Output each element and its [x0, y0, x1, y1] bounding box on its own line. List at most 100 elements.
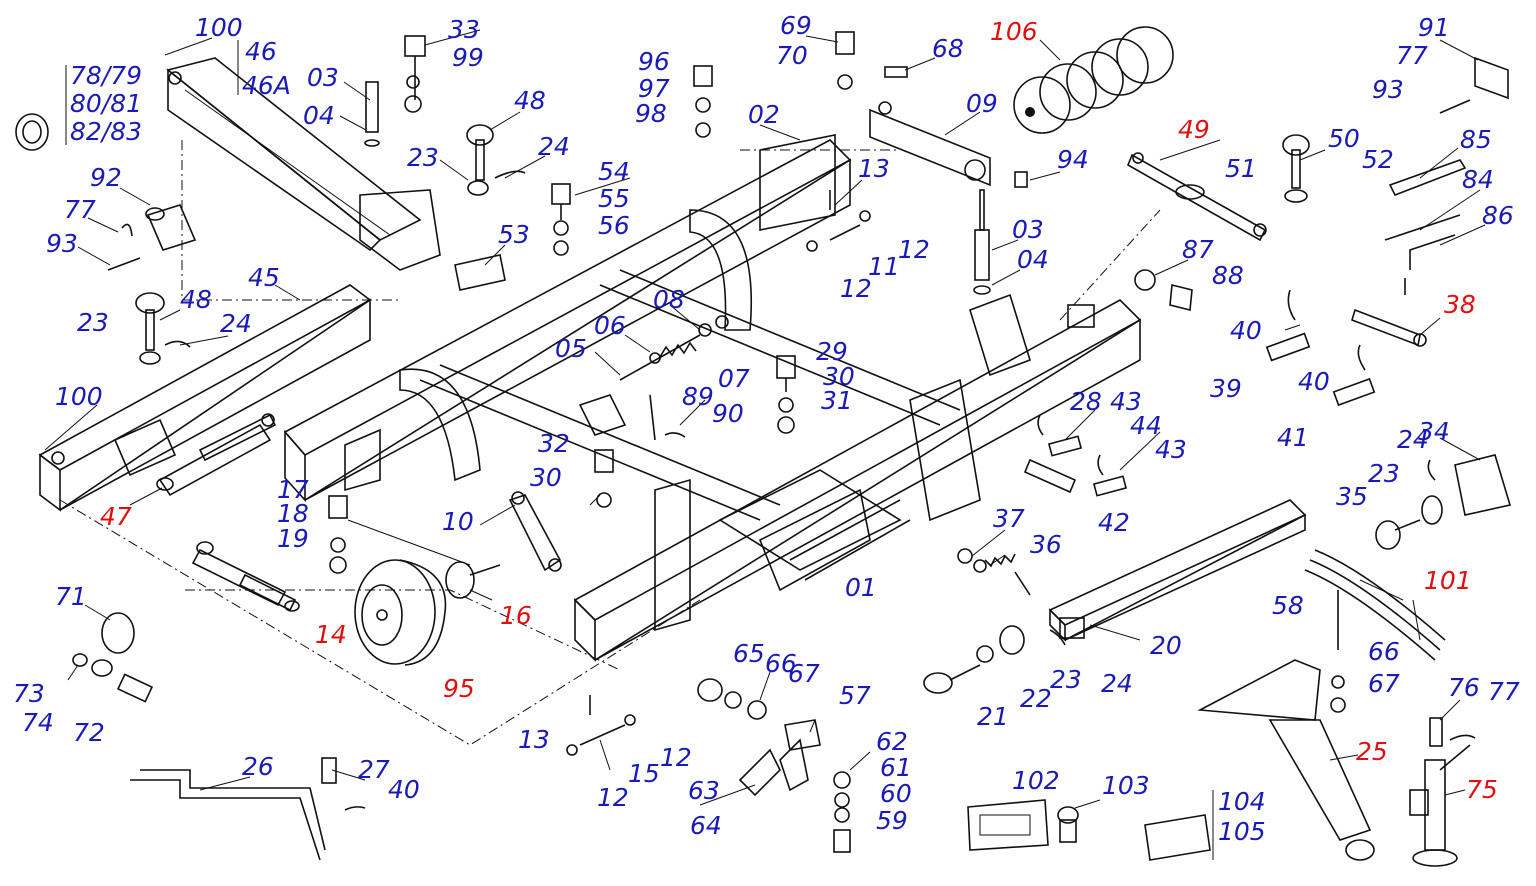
part-label: 67: [1368, 669, 1400, 698]
wheel-95: [354, 559, 447, 666]
drawbar-20: [1048, 499, 1307, 642]
decal-104: [1144, 790, 1214, 861]
part-label: 06: [594, 311, 626, 340]
cylinder-47: [156, 413, 277, 497]
pin-48-lower: [135, 292, 191, 365]
pin-21: [923, 625, 1066, 694]
hitch-92: [107, 204, 197, 271]
part-label: 24: [1101, 669, 1133, 698]
part-label: 57: [839, 681, 871, 710]
spring-36: [957, 548, 1031, 596]
part-label: 82/83: [70, 117, 142, 146]
pin-03-top: [364, 81, 380, 147]
bar-09: [869, 101, 1028, 188]
part-label: 27: [358, 755, 390, 784]
pin-48-upper: [466, 124, 526, 196]
part-label: 64: [690, 811, 722, 840]
pin-11: [806, 190, 871, 252]
part-label: 12: [597, 783, 629, 812]
jack-75: [1409, 717, 1476, 867]
part-label: 68: [932, 34, 964, 63]
part-label: 12: [660, 743, 692, 772]
part-label: 53: [498, 220, 530, 249]
part-label: 99: [452, 43, 484, 72]
part-label: 87: [1182, 235, 1214, 264]
part-label: 63: [688, 776, 720, 805]
part-label: 73: [13, 679, 45, 708]
decal-102: [967, 799, 1079, 851]
part-label: 78/79: [70, 61, 142, 90]
parts-drawing: [15, 26, 1512, 867]
part-label: 23: [77, 308, 109, 337]
bolt-33: [404, 35, 426, 113]
part-label: 02: [748, 100, 780, 129]
part-label: 71: [55, 582, 87, 611]
disc-gang-106: [1013, 26, 1174, 134]
stand-26: [130, 757, 366, 861]
part-label: 94: [1057, 145, 1089, 174]
part-label: 59: [876, 806, 908, 835]
part-label: 33: [448, 15, 480, 44]
part-label: 66: [765, 649, 797, 678]
part-label: 40: [1230, 316, 1262, 345]
part-label: 04: [1017, 245, 1049, 274]
part-label: 61: [880, 753, 912, 782]
part-label: 42: [1098, 508, 1130, 537]
part-label: 55: [598, 184, 630, 213]
part-label: 65: [733, 639, 765, 668]
part-label: 84: [1462, 165, 1494, 194]
part-label: 98: [635, 99, 667, 128]
part-label: 105: [1218, 817, 1266, 846]
part-label: 52: [1362, 145, 1394, 174]
part-label: 12: [898, 235, 930, 264]
part-label: 89: [682, 382, 714, 411]
part-label: 62: [876, 727, 908, 756]
part-label: 30: [530, 463, 562, 492]
bolt-29: [776, 355, 796, 434]
part-label: 10: [442, 507, 474, 536]
part-label: 44: [1130, 411, 1162, 440]
part-label: 38: [1444, 290, 1476, 319]
part-label: 92: [90, 163, 122, 192]
part-label: 77: [1396, 41, 1428, 70]
bracket-34: [1375, 454, 1512, 550]
spring-assembly: [619, 315, 729, 381]
part-label: 09: [966, 89, 998, 118]
jack-plate-25: [1197, 659, 1375, 861]
part-label: 97: [638, 74, 670, 103]
bracket-91: [1439, 56, 1509, 114]
part-label: 23: [407, 143, 439, 172]
part-label: 36: [1030, 530, 1062, 559]
leader-lines: [44, 29, 1486, 809]
main-frame-01: [283, 134, 1142, 662]
part-label: 24: [220, 309, 252, 338]
part-label: 07: [718, 364, 750, 393]
cylinder-14: [191, 541, 300, 612]
roller-71: [72, 612, 154, 703]
part-label: 58: [1272, 591, 1304, 620]
part-label: 40: [388, 775, 420, 804]
part-label: 17: [277, 475, 309, 504]
link-42: [1023, 414, 1128, 497]
part-label: 60: [880, 779, 912, 808]
part-label: 90: [712, 399, 744, 428]
tines-63-64: [738, 719, 821, 797]
clip-89: [578, 394, 686, 441]
part-label: 102: [1012, 766, 1060, 795]
part-label: 32: [538, 429, 570, 458]
bolt-54: [551, 183, 571, 256]
part-label: 103: [1102, 771, 1150, 800]
part-label: 18: [277, 499, 309, 528]
part-label: 45: [248, 263, 280, 292]
part-label: 22: [1020, 684, 1052, 713]
beam-46: [166, 57, 441, 271]
part-label: 21: [977, 702, 1009, 731]
part-label: 24: [538, 132, 570, 161]
part-label: 70: [776, 41, 808, 70]
part-label: 85: [1460, 125, 1492, 154]
part-label: 25: [1356, 737, 1388, 766]
part-label: 48: [180, 285, 212, 314]
bolt-69: [835, 31, 908, 90]
